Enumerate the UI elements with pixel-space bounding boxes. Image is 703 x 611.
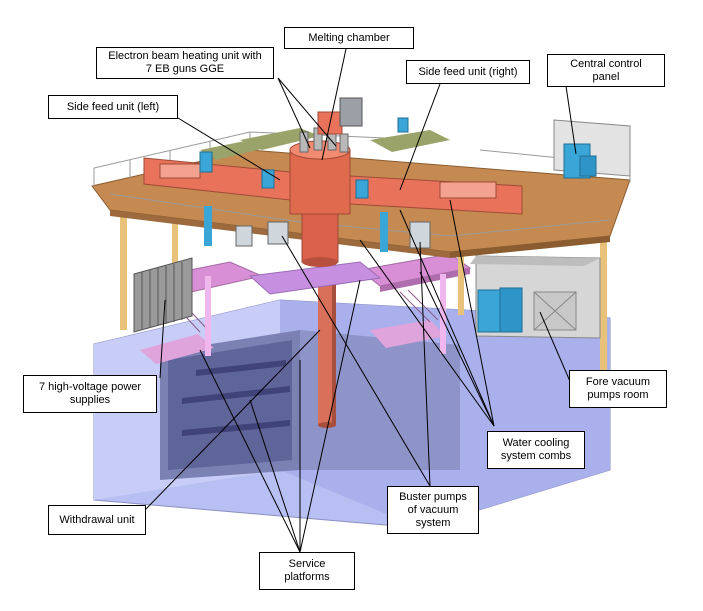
label-hv-power-supplies: 7 high-voltage power supplies (23, 375, 157, 413)
label-side-feed-right: Side feed unit (right) (406, 60, 530, 84)
label-side-feed-left: Side feed unit (left) (48, 95, 178, 119)
furnace-body (143, 97, 523, 267)
label-water-cooling-combs: Water cooling system combs (487, 431, 585, 469)
central-control-panel (553, 119, 631, 179)
fore-vacuum-room (470, 255, 601, 339)
label-eb-heating-unit: Electron beam heating unit with 7 EB gun… (96, 47, 274, 79)
support-posts (120, 200, 607, 370)
hv-power-supplies (133, 257, 193, 333)
label-central-control-panel: Central control panel (547, 54, 665, 87)
withdrawal-unit-column (318, 255, 336, 428)
label-fore-vacuum-room: Fore vacuum pumps room (569, 370, 667, 408)
label-service-platforms: Service platforms (259, 552, 355, 590)
label-withdrawal-unit: Withdrawal unit (48, 505, 146, 535)
label-melting-chamber: Melting chamber (284, 27, 414, 49)
leader-lines (144, 48, 577, 553)
label-buster-pumps: Buster pumps of vacuum system (387, 486, 479, 534)
